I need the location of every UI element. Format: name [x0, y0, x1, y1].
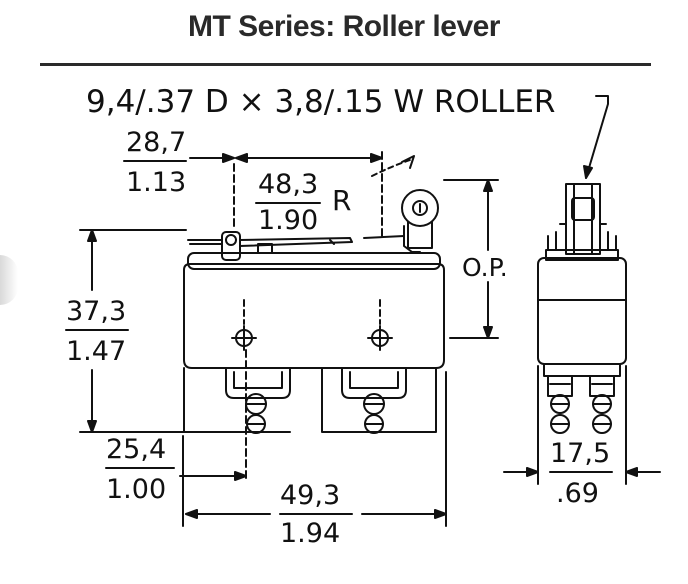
page-title: MT Series: Roller lever: [188, 10, 500, 43]
d6-in: .69: [556, 478, 599, 509]
d4-in: 1.00: [106, 474, 166, 505]
side-view-body: [537, 183, 627, 434]
roller-note: 9,4/.37 D × 3,8/.15 W ROLLER: [86, 84, 555, 120]
left-edge-shadow: [0, 255, 18, 305]
d5-in: 1.94: [280, 518, 340, 549]
title-rule: [40, 63, 651, 66]
front-view-body: [183, 189, 445, 434]
d3-in: 1.47: [66, 336, 126, 367]
roller-note-leader: [585, 95, 609, 179]
d1-mm: 28,7: [126, 127, 186, 158]
d6-mm: 17,5: [550, 438, 610, 469]
d1-in: 1.13: [126, 167, 186, 198]
d5-mm: 49,3: [280, 480, 340, 511]
d2-in: 1.90: [258, 205, 318, 236]
d3-mm: 37,3: [66, 296, 126, 327]
d2-mm: 48,3: [258, 169, 318, 200]
d4-mm: 25,4: [106, 434, 166, 465]
radius-label: R: [332, 184, 351, 217]
op-label: O.P.: [462, 253, 508, 282]
